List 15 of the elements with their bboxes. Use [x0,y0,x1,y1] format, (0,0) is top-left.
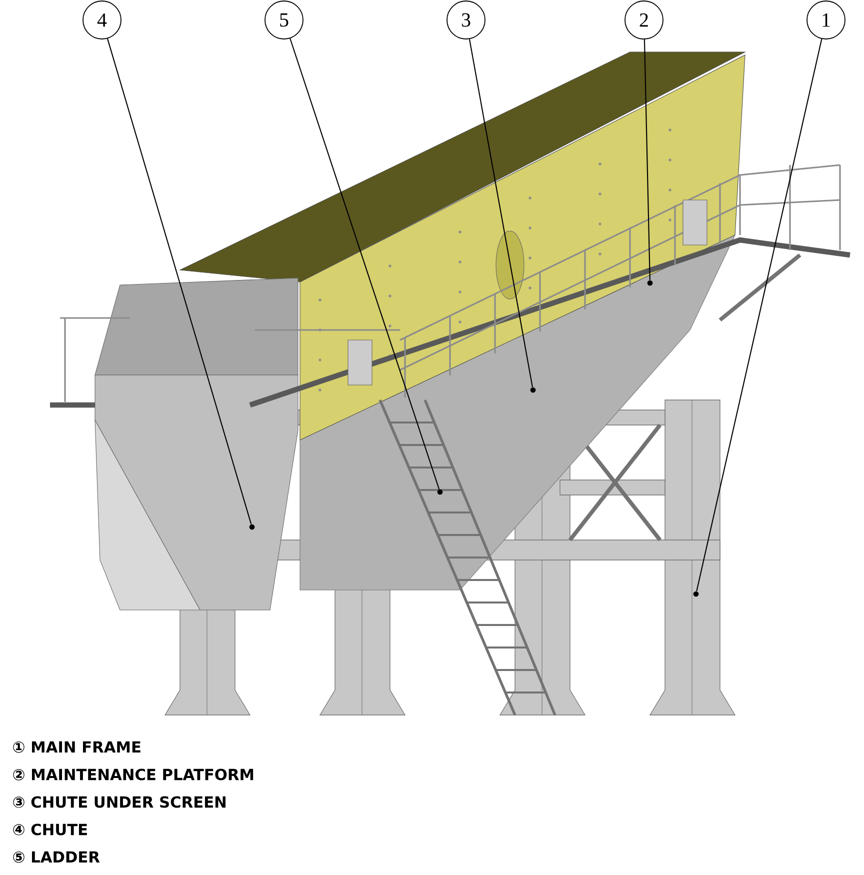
leader-line [696,38,822,592]
leader-line [468,39,533,388]
key-item: ③ CHUTE UNDER SCREEN [13,796,226,808]
key-item: ⑤ LADDER [13,851,100,863]
callout-number: 1 [806,0,846,40]
callout-number: 4 [82,0,122,40]
callout-number: 5 [264,0,304,40]
key-item: ① MAIN FRAME [13,741,140,753]
callout-number: 2 [624,0,664,40]
callout-number: 3 [446,0,486,40]
key-item: ② MAINTENANCE PLATFORM [13,768,254,780]
leader-line [107,38,252,524]
key-item: ④ CHUTE [13,824,87,836]
leader-line [644,39,650,280]
leader-line [290,38,440,490]
